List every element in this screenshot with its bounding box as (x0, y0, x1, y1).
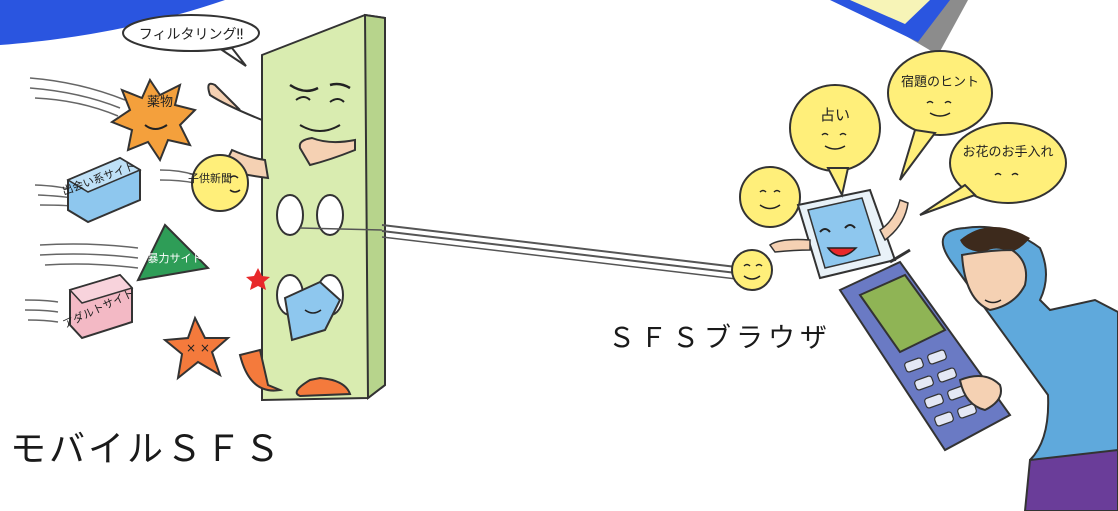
bubble-fortune: 占い (789, 84, 881, 198)
safe-bubble-1-text: 宿題のヒント (901, 74, 979, 90)
top-left-blue-banner (0, 0, 225, 45)
passing-blue-box (283, 280, 342, 342)
blocked-item-3-text: 暴力サイト (148, 252, 203, 265)
sfs-browser-label: ＳＦＳブラウザ (608, 323, 832, 354)
browser-character (731, 166, 909, 291)
bubble-flower-care: お花のお手入れ (919, 122, 1067, 216)
kids-news-circle: 子供新聞 (188, 154, 249, 212)
adult-site-box: アダルトサイト (60, 273, 136, 340)
safe-bubble-2-text: お花のお手入れ (962, 144, 1053, 160)
bubble-homework-hint: 宿題のヒント (887, 50, 993, 181)
knocked-out-star: × × (162, 268, 270, 381)
top-right-frame (830, 0, 968, 55)
violence-triangle: 暴力サイト (136, 223, 211, 282)
boy-with-phone (838, 225, 1118, 511)
connection-cable (299, 224, 746, 281)
blocked-item-2-text: 子供新聞 (188, 171, 232, 185)
filter-bubble-text: フィルタリング‼ (139, 27, 244, 43)
dating-site-box: 出会い系サイト (60, 156, 142, 224)
drug-starburst: 薬物 (109, 77, 197, 163)
svg-text:× ×: × × (186, 341, 210, 355)
blocked-item-0-text: 薬物 (147, 95, 173, 110)
filtering-speech-bubble: フィルタリング‼ (122, 14, 260, 67)
safe-bubble-0-text: 占い (820, 106, 850, 124)
mobile-sfs-label: モバイルＳＦＳ (10, 429, 284, 470)
